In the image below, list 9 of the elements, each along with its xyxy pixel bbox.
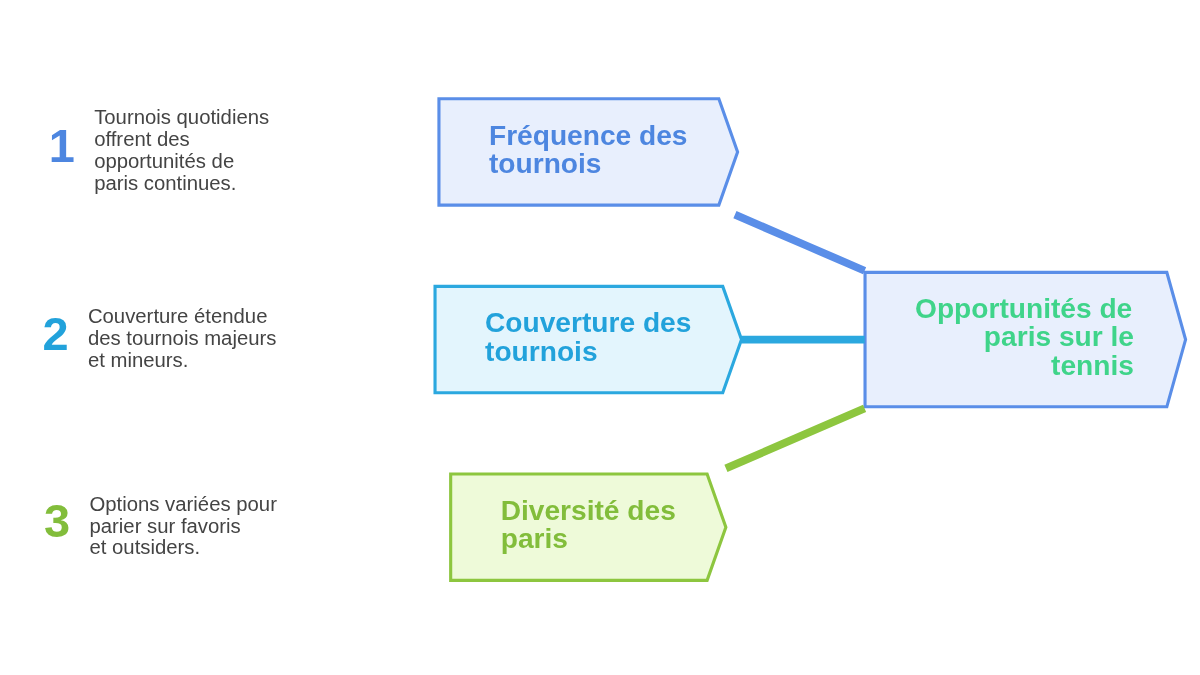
node-label: Options variées pour parier sur favoris et outsiders. <box>89 492 277 558</box>
connector <box>733 210 867 274</box>
node-label: Tournois quotidiens offrent des opportunités de paris continues. <box>94 105 270 194</box>
node-label: Couverture étendue des tournois majeurs et mineurs. <box>87 304 277 371</box>
connector <box>741 335 865 343</box>
connector <box>724 404 867 472</box>
node-label: 2 <box>42 307 69 360</box>
node-label: 3 <box>44 494 71 547</box>
node-label: 1 <box>48 119 75 172</box>
